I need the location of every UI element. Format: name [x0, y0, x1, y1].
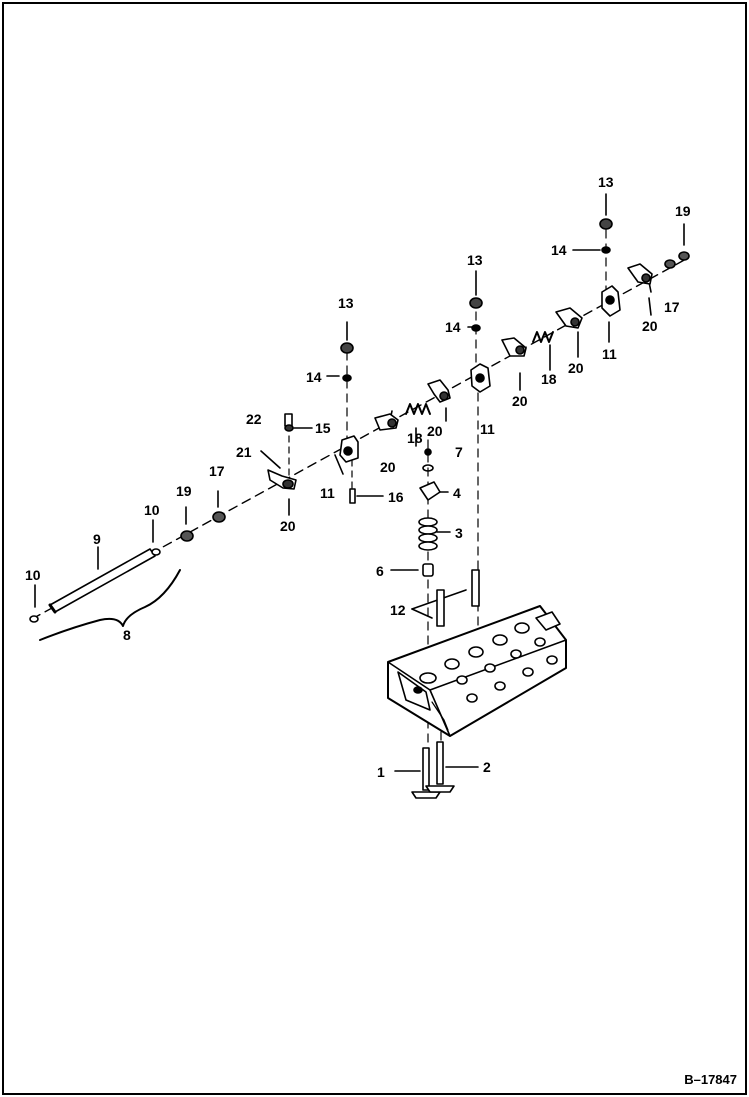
spring-seat-4 [419, 481, 441, 501]
callout-11-left: 11 [320, 485, 335, 501]
nut-13-left [340, 342, 354, 354]
callout-17-right: 17 [664, 299, 680, 315]
callout-8: 8 [123, 627, 131, 643]
rocker-arm-mid-1 [374, 413, 399, 431]
callout-20-d: 20 [512, 393, 528, 409]
stud-12-right [471, 569, 480, 607]
callout-7: 7 [455, 444, 463, 460]
cylinder-head [387, 605, 567, 737]
valve-2 [425, 741, 455, 793]
spring-18-left [405, 403, 431, 415]
tappet-cap-left [29, 615, 39, 623]
callout-10-left: 10 [25, 567, 41, 583]
washer-14-right [601, 246, 611, 254]
callout-10-right: 10 [144, 502, 160, 518]
callout-17-left: 17 [209, 463, 225, 479]
callout-14-left: 14 [306, 369, 322, 385]
washer-14-mid [471, 324, 481, 332]
rocker-arm-mid-3 [501, 337, 527, 357]
callout-13-mid: 13 [467, 252, 483, 268]
callout-20-a: 20 [280, 518, 296, 534]
stud-12-left [436, 589, 445, 627]
pin-16 [349, 488, 356, 504]
callout-6: 6 [376, 563, 384, 579]
callout-11-mid: 11 [480, 421, 495, 437]
spacer-19-left [180, 530, 194, 542]
spacer-19-right [678, 251, 690, 261]
callout-2: 2 [483, 759, 491, 775]
callout-1: 1 [377, 764, 385, 780]
nut-13-mid [469, 297, 483, 309]
callout-19-left: 19 [176, 483, 192, 499]
callout-labels: 1 2 3 4 6 7 8 9 10 10 11 11 11 12 13 13 … [25, 174, 691, 780]
spacer-17-right [664, 259, 676, 269]
callout-11-right: 11 [602, 346, 617, 362]
spacer-17-left [212, 511, 226, 523]
callout-9: 9 [93, 531, 101, 547]
callout-18-left: 18 [407, 430, 423, 446]
rocker-bracket-mid [470, 363, 491, 393]
callout-20-b: 20 [380, 459, 396, 475]
rocker-arm-left [267, 413, 297, 490]
valve-seal-6 [422, 563, 434, 577]
callout-20-e: 20 [568, 360, 584, 376]
callout-13-left: 13 [338, 295, 354, 311]
callout-14-right: 14 [551, 242, 567, 258]
callout-13-right: 13 [598, 174, 614, 190]
bracket-8 [39, 569, 181, 641]
rocker-arm-right-end [627, 263, 653, 285]
collet-7 [424, 448, 432, 456]
callout-21: 21 [236, 444, 252, 460]
callout-20-f: 20 [642, 318, 658, 334]
rocker-bracket-left [339, 435, 359, 463]
callout-22: 22 [246, 411, 262, 427]
callout-16: 16 [388, 489, 404, 505]
washer-14-left [342, 374, 352, 382]
callout-3: 3 [455, 525, 463, 541]
spring-18-right [532, 331, 554, 343]
figure-reference-code: B–17847 [684, 1072, 737, 1087]
callout-20-c: 20 [427, 423, 443, 439]
retainer-5 [422, 464, 434, 472]
callout-19-right: 19 [675, 203, 691, 219]
tappet-cap-right [151, 548, 161, 556]
nut-13-right [599, 218, 613, 230]
rocker-arm-mid-2 [427, 379, 451, 403]
callout-4: 4 [453, 485, 461, 501]
callout-18-right: 18 [541, 371, 557, 387]
rocker-arm-mid-4 [555, 307, 583, 329]
push-rod [48, 548, 156, 614]
callout-15: 15 [315, 420, 331, 436]
rocker-bracket-right [601, 285, 621, 317]
valve-spring-3 [418, 517, 438, 551]
callout-14-mid: 14 [445, 319, 461, 335]
callout-12: 12 [390, 602, 406, 618]
